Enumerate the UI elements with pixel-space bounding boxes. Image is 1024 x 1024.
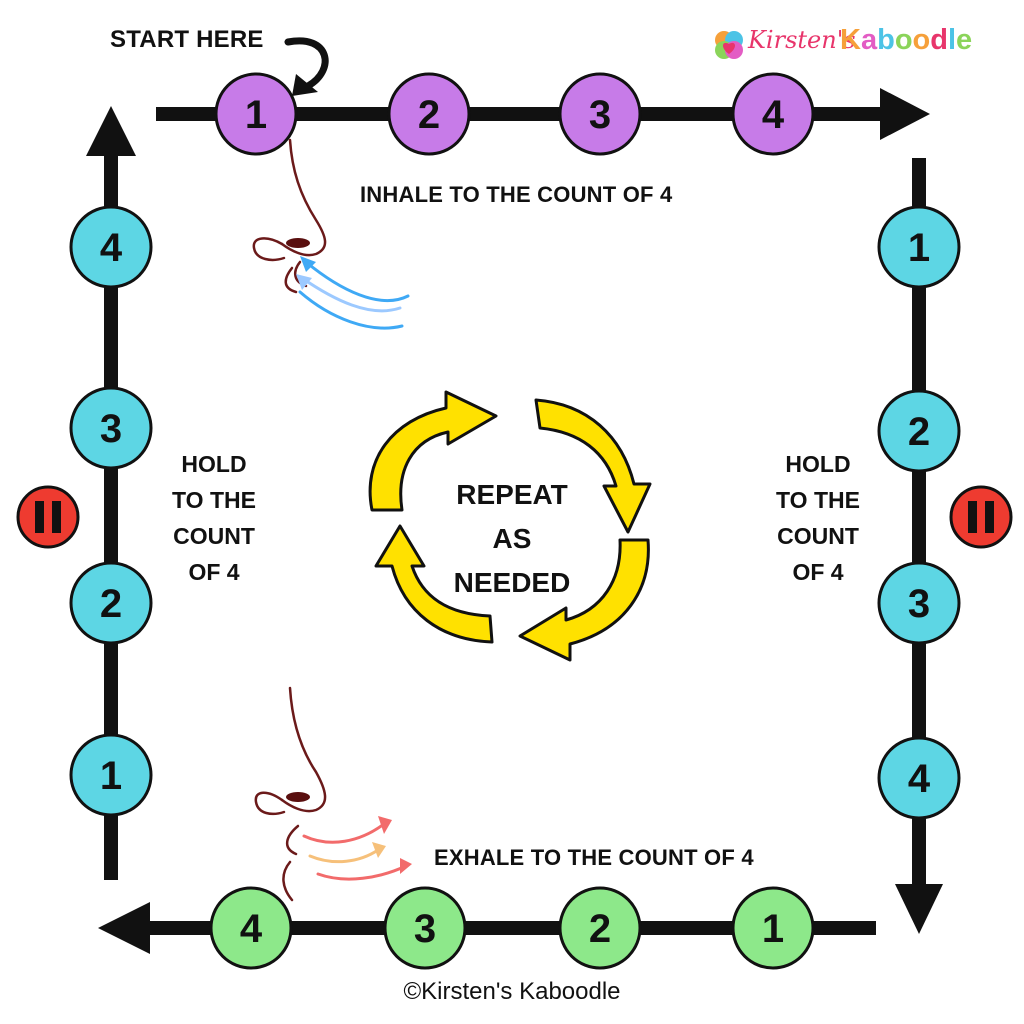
right-hold-count-circles: 1 2 3 4 <box>877 205 961 820</box>
exhale-count-number-4: 4 <box>240 907 263 951</box>
inhale-count-circle-4: 4 <box>731 72 815 156</box>
left-hold-count-number-4: 4 <box>100 226 123 270</box>
track-lines <box>86 88 943 954</box>
logo-letter: K <box>840 24 861 56</box>
right-hold-count-number-4: 4 <box>908 757 931 801</box>
left-hold-caption: HOLD TO THE COUNT OF 4 <box>172 451 256 585</box>
left-hold-count-number-1: 1 <box>100 754 122 798</box>
repeat-text-line-3: NEEDED <box>454 567 571 598</box>
inhale-count-number-1: 1 <box>245 93 267 137</box>
inhale-count-circle-1: 1 <box>214 72 298 156</box>
repeat-text-line-1: REPEAT <box>456 479 568 510</box>
right-hold-count-circle-1: 1 <box>877 205 961 289</box>
right-pause-icon <box>949 485 1013 549</box>
logo-letter: o <box>894 24 913 56</box>
left-hold-caption-line-2: TO THE <box>172 487 256 513</box>
exhale-count-number-1: 1 <box>762 907 784 951</box>
logo-script-text: Kirsten's <box>748 26 856 54</box>
exhale-count-circle-4: 4 <box>209 886 293 970</box>
inhale-caption: INHALE TO THE COUNT OF 4 <box>360 182 673 207</box>
exhale-caption: EXHALE TO THE COUNT OF 4 <box>434 845 754 870</box>
inhale-air-arrows-icon <box>296 256 410 330</box>
left-pause-icon <box>16 485 80 549</box>
repeat-cycle-arrows-icon <box>368 390 652 662</box>
logo-main-text: Kaboodle <box>840 24 972 57</box>
left-hold-count-number-2: 2 <box>100 582 122 626</box>
exhale-air-arrows-icon <box>302 816 412 881</box>
left-hold-count-circle-2: 2 <box>69 561 153 645</box>
right-hold-count-circle-2: 2 <box>877 389 961 473</box>
left-hold-count-circle-1: 1 <box>69 733 153 817</box>
right-track-arrowhead <box>895 884 943 934</box>
left-hold-caption-line-3: COUNT <box>173 523 255 549</box>
start-here-curved-arrow-icon <box>284 37 329 90</box>
right-hold-count-number-3: 3 <box>908 582 930 626</box>
left-hold-count-circle-3: 3 <box>69 386 153 470</box>
left-track-arrowhead <box>86 106 136 156</box>
right-hold-caption-line-4: OF 4 <box>792 559 843 585</box>
repeat-as-needed-text: REPEAT AS NEEDED <box>454 479 571 598</box>
brain-logo-icon <box>715 31 743 59</box>
logo-letter: e <box>956 24 973 56</box>
inhale-count-circle-2: 2 <box>387 72 471 156</box>
logo-letter: l <box>947 24 957 56</box>
left-hold-count-circle-4: 4 <box>69 205 153 289</box>
start-here-label: START HERE <box>110 26 264 53</box>
logo-letter: d <box>930 24 948 56</box>
exhale-count-circle-1: 1 <box>731 886 815 970</box>
left-hold-count-circles: 1 2 3 4 <box>69 205 153 817</box>
right-hold-caption: HOLD TO THE COUNT OF 4 <box>776 451 860 585</box>
left-hold-caption-line-4: OF 4 <box>188 559 239 585</box>
inhale-count-number-4: 4 <box>762 93 785 137</box>
logo-letter: b <box>877 24 895 56</box>
exhale-count-circle-2: 2 <box>558 886 642 970</box>
exhale-face-illustration-icon <box>254 686 327 902</box>
right-hold-count-circle-3: 3 <box>877 561 961 645</box>
repeat-text-line-2: AS <box>493 523 532 554</box>
left-hold-caption-line-1: HOLD <box>181 451 246 477</box>
right-hold-caption-line-3: COUNT <box>777 523 859 549</box>
exhale-count-circle-3: 3 <box>383 886 467 970</box>
left-hold-count-number-3: 3 <box>100 407 122 451</box>
right-hold-caption-line-2: TO THE <box>776 487 860 513</box>
right-hold-count-number-2: 2 <box>908 410 930 454</box>
inhale-count-number-2: 2 <box>418 93 440 137</box>
right-hold-count-number-1: 1 <box>908 226 930 270</box>
top-track-arrowhead <box>880 88 930 140</box>
inhale-count-number-3: 3 <box>589 93 611 137</box>
logo-letter: a <box>860 24 878 56</box>
exhale-count-number-3: 3 <box>414 907 436 951</box>
bottom-track-arrowhead <box>98 902 150 954</box>
right-hold-caption-line-1: HOLD <box>785 451 850 477</box>
inhale-count-circles: 1 2 3 4 <box>214 72 815 156</box>
copyright-footer: ©Kirsten's Kaboodle <box>403 978 621 1005</box>
right-hold-count-circle-4: 4 <box>877 736 961 820</box>
start-here-arrow-tip-icon <box>292 74 318 96</box>
exhale-count-circles: 1 2 3 4 <box>209 886 815 970</box>
exhale-count-number-2: 2 <box>589 907 611 951</box>
kirstens-kaboodle-logo: Kirsten's Kaboodle <box>712 22 982 68</box>
inhale-count-circle-3: 3 <box>558 72 642 156</box>
logo-letter: o <box>912 24 931 56</box>
